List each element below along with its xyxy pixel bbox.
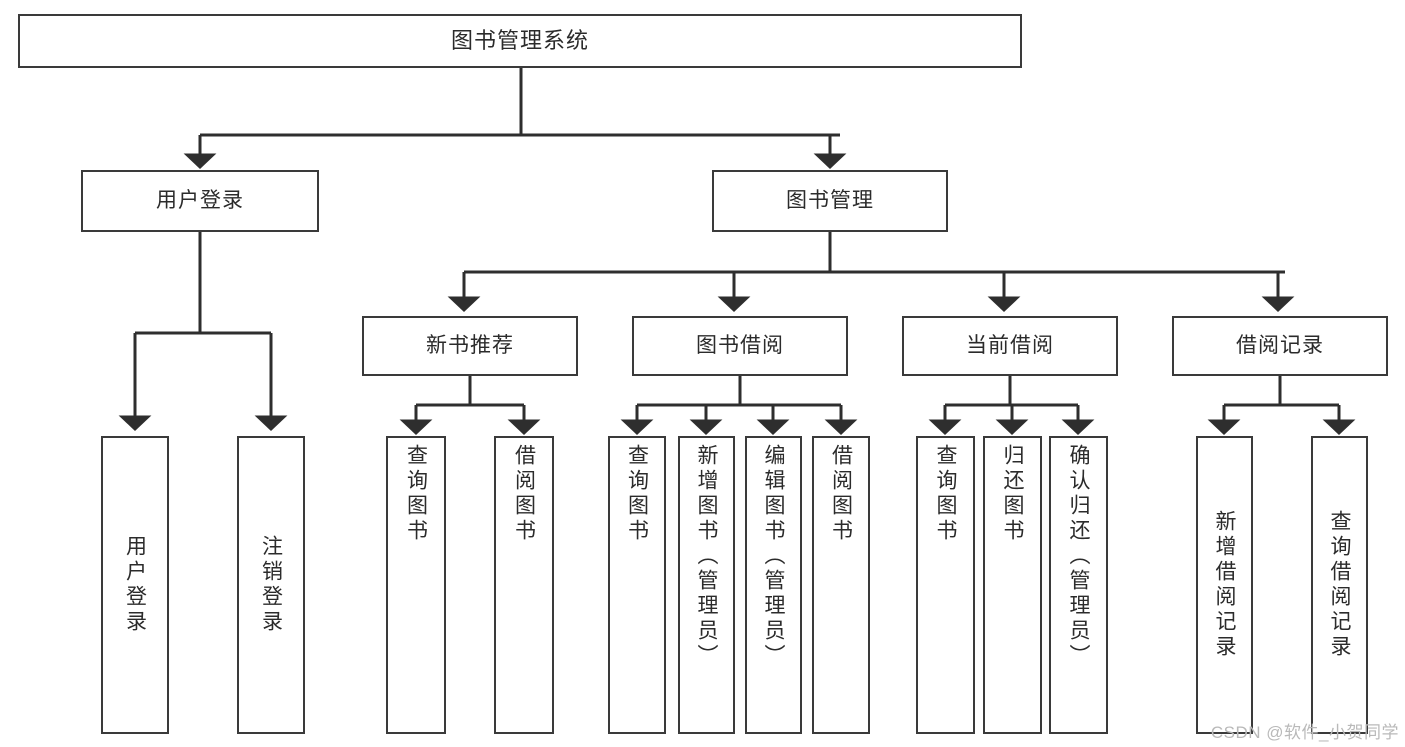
node-leaf-logout-login[interactable]: 注销登录 — [237, 436, 305, 734]
node-leaf-query-book-1-label: 查询图书 — [404, 444, 428, 544]
node-leaf-user-login-label: 用户登录 — [123, 535, 147, 635]
node-root[interactable]: 图书管理系统 — [18, 14, 1022, 68]
node-leaf-query-book-3-label: 查询图书 — [934, 444, 957, 544]
node-leaf-borrow-book-1[interactable]: 借阅图书 — [494, 436, 554, 734]
node-leaf-add-book-label: 新增图书（管理员） — [695, 444, 718, 669]
node-leaf-add-record[interactable]: 新增借阅记录 — [1196, 436, 1253, 734]
node-book-borrow[interactable]: 图书借阅 — [632, 316, 848, 376]
node-leaf-borrow-book-2[interactable]: 借阅图书 — [812, 436, 870, 734]
node-book-manage[interactable]: 图书管理 — [712, 170, 948, 232]
node-user-login[interactable]: 用户登录 — [81, 170, 319, 232]
node-leaf-logout-login-label: 注销登录 — [259, 535, 283, 635]
node-new-book-recommend-label: 新书推荐 — [426, 334, 514, 358]
node-leaf-user-login[interactable]: 用户登录 — [101, 436, 169, 734]
node-new-book-recommend[interactable]: 新书推荐 — [362, 316, 578, 376]
node-book-borrow-label: 图书借阅 — [696, 334, 784, 358]
node-leaf-query-book-2-label: 查询图书 — [625, 444, 649, 544]
node-user-login-label: 用户登录 — [156, 189, 244, 213]
node-leaf-add-book[interactable]: 新增图书（管理员） — [678, 436, 735, 734]
node-leaf-confirm-return[interactable]: 确认归还（管理员） — [1049, 436, 1108, 734]
node-borrow-record-label: 借阅记录 — [1236, 334, 1324, 358]
node-leaf-borrow-book-2-label: 借阅图书 — [829, 444, 853, 544]
node-current-borrow[interactable]: 当前借阅 — [902, 316, 1118, 376]
node-leaf-return-book[interactable]: 归还图书 — [983, 436, 1042, 734]
node-leaf-borrow-book-1-label: 借阅图书 — [512, 444, 536, 544]
node-leaf-query-record[interactable]: 查询借阅记录 — [1311, 436, 1368, 734]
node-leaf-edit-book[interactable]: 编辑图书（管理员） — [745, 436, 802, 734]
node-leaf-confirm-return-label: 确认归还（管理员） — [1067, 444, 1090, 669]
node-leaf-query-book-2[interactable]: 查询图书 — [608, 436, 666, 734]
node-leaf-return-book-label: 归还图书 — [1001, 444, 1024, 544]
node-leaf-query-record-label: 查询借阅记录 — [1328, 510, 1351, 660]
node-borrow-record[interactable]: 借阅记录 — [1172, 316, 1388, 376]
node-book-manage-label: 图书管理 — [786, 189, 874, 213]
node-leaf-add-record-label: 新增借阅记录 — [1213, 510, 1236, 660]
node-current-borrow-label: 当前借阅 — [966, 334, 1054, 358]
node-leaf-query-book-1[interactable]: 查询图书 — [386, 436, 446, 734]
node-leaf-edit-book-label: 编辑图书（管理员） — [762, 444, 785, 669]
node-leaf-query-book-3[interactable]: 查询图书 — [916, 436, 975, 734]
node-root-label: 图书管理系统 — [450, 27, 589, 53]
